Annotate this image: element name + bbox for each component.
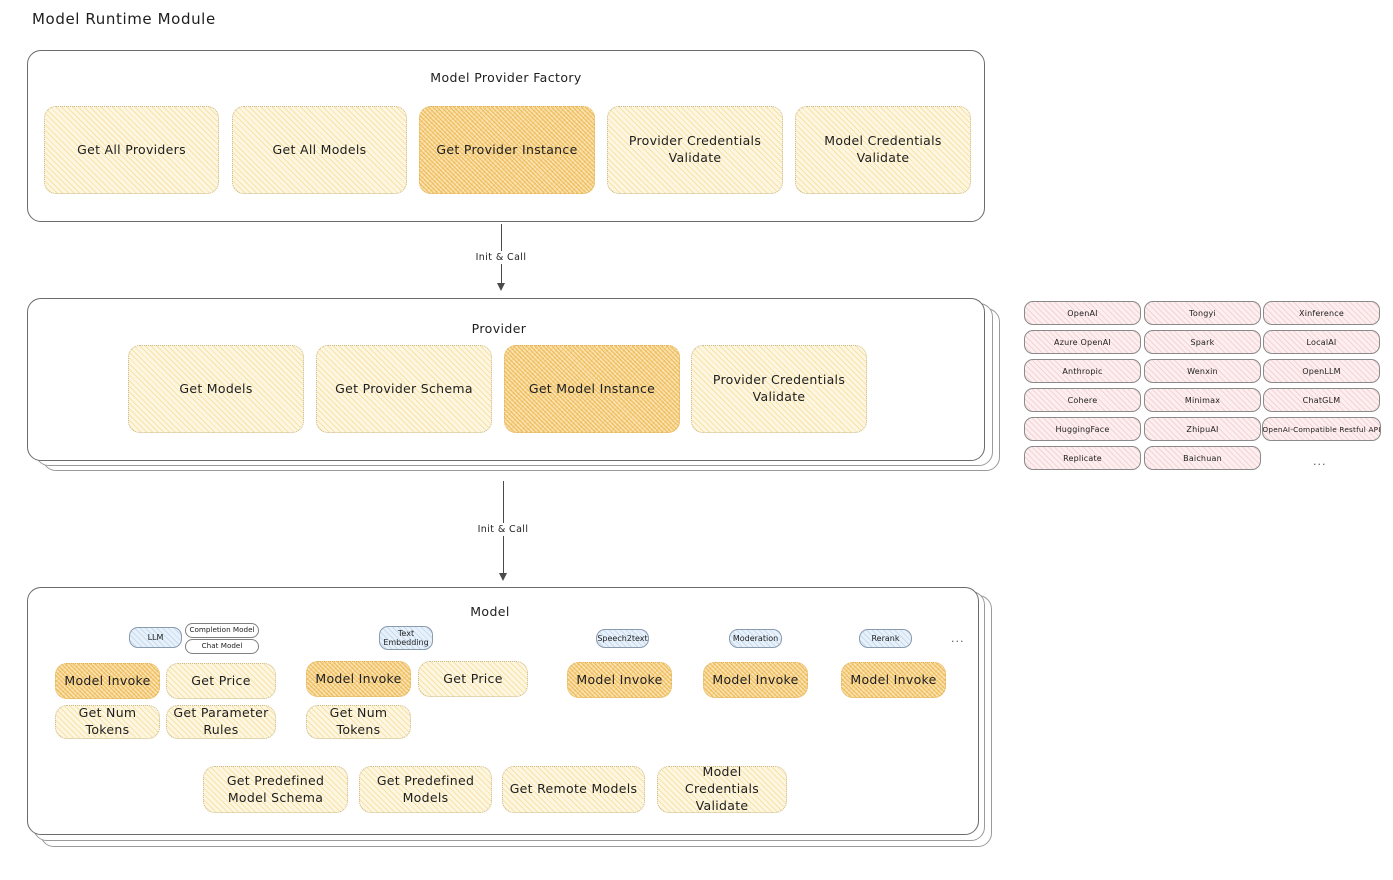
arrow-factory-to-provider-label: Init & Call xyxy=(471,251,531,264)
page-title: Model Runtime Module xyxy=(32,10,216,28)
provider-pill-zhipuai[interactable]: ZhipuAI xyxy=(1144,417,1261,441)
arrow-provider-to-model-label: Init & Call xyxy=(473,523,533,536)
provider-pill-spark[interactable]: Spark xyxy=(1144,330,1261,354)
model-type-badge-rerank[interactable]: Rerank xyxy=(859,629,912,648)
provider-pill-cohere[interactable]: Cohere xyxy=(1024,388,1141,412)
model-card-get-predefined-model-schema[interactable]: Get Predefined Model Schema xyxy=(203,766,348,813)
model-type-badge-moderation[interactable]: Moderation xyxy=(729,629,782,648)
rerank-card-model-invoke[interactable]: Model Invoke xyxy=(841,662,946,698)
text-embedding-card-get-num-tokens[interactable]: Get Num Tokens xyxy=(306,705,411,739)
provider-card-get-provider-schema[interactable]: Get Provider Schema xyxy=(316,345,492,433)
model-provider-factory-title: Model Provider Factory xyxy=(430,70,582,85)
factory-card-get-all-models[interactable]: Get All Models xyxy=(232,106,407,194)
provider-card-provider-credentials-validate[interactable]: Provider Credentials Validate xyxy=(691,345,867,433)
llm-card-get-price[interactable]: Get Price xyxy=(166,663,276,699)
provider-pill-openai-compatible-restful-api[interactable]: OpenAI-Compatible Restful API xyxy=(1262,417,1381,441)
model-subtype-badge-chat-model[interactable]: Chat Model xyxy=(185,639,259,654)
moderation-card-model-invoke[interactable]: Model Invoke xyxy=(703,662,808,698)
provider-card-get-models[interactable]: Get Models xyxy=(128,345,304,433)
provider-card-get-model-instance[interactable]: Get Model Instance xyxy=(504,345,680,433)
model-type-badge-speech2text[interactable]: Speech2text xyxy=(596,629,649,648)
model-subtype-badge-completion-model[interactable]: Completion Model xyxy=(185,623,259,638)
provider-pill-baichuan[interactable]: Baichuan xyxy=(1144,446,1261,470)
arrow-provider-to-model-head xyxy=(498,573,507,581)
provider-pill-azure-openai[interactable]: Azure OpenAI xyxy=(1024,330,1141,354)
provider-pill-localai[interactable]: LocalAI xyxy=(1263,330,1380,354)
arrow-factory-to-provider-head xyxy=(496,283,505,291)
model-title: Model xyxy=(470,604,510,619)
model-card-model-credentials-validate[interactable]: Model Credentials Validate xyxy=(657,764,787,813)
provider-pill-huggingface[interactable]: HuggingFace xyxy=(1024,417,1141,441)
provider-pill-wenxin[interactable]: Wenxin xyxy=(1144,359,1261,383)
provider-list-more-ellipsis: ... xyxy=(1313,455,1327,468)
llm-card-get-parameter-rules[interactable]: Get Parameter Rules xyxy=(166,705,276,739)
provider-pill-chatglm[interactable]: ChatGLM xyxy=(1263,388,1380,412)
model-type-badge-llm[interactable]: LLM xyxy=(129,627,182,648)
provider-pill-tongyi[interactable]: Tongyi xyxy=(1144,301,1261,325)
llm-card-model-invoke[interactable]: Model Invoke xyxy=(55,663,160,699)
factory-card-get-provider-instance[interactable]: Get Provider Instance xyxy=(419,106,595,194)
text-embedding-card-get-price[interactable]: Get Price xyxy=(418,661,528,697)
text-embedding-card-model-invoke[interactable]: Model Invoke xyxy=(306,661,411,697)
llm-card-get-num-tokens[interactable]: Get Num Tokens xyxy=(55,705,160,739)
factory-card-get-all-providers[interactable]: Get All Providers xyxy=(44,106,219,194)
provider-pill-openai[interactable]: OpenAI xyxy=(1024,301,1141,325)
provider-pill-anthropic[interactable]: Anthropic xyxy=(1024,359,1141,383)
provider-pill-openllm[interactable]: OpenLLM xyxy=(1263,359,1380,383)
model-type-badge-text-embedding[interactable]: Text Embedding xyxy=(379,626,433,650)
provider-title: Provider xyxy=(471,321,527,336)
speech2text-card-model-invoke[interactable]: Model Invoke xyxy=(567,662,672,698)
factory-card-provider-credentials-validate[interactable]: Provider Credentials Validate xyxy=(607,106,783,194)
factory-card-model-credentials-validate[interactable]: Model Credentials Validate xyxy=(795,106,971,194)
provider-pill-replicate[interactable]: Replicate xyxy=(1024,446,1141,470)
model-types-more-ellipsis: ... xyxy=(951,632,965,645)
provider-pill-minimax[interactable]: Minimax xyxy=(1144,388,1261,412)
model-card-get-predefined-models[interactable]: Get Predefined Models xyxy=(359,766,492,813)
model-card-get-remote-models[interactable]: Get Remote Models xyxy=(502,766,645,813)
provider-pill-xinference[interactable]: Xinference xyxy=(1263,301,1380,325)
